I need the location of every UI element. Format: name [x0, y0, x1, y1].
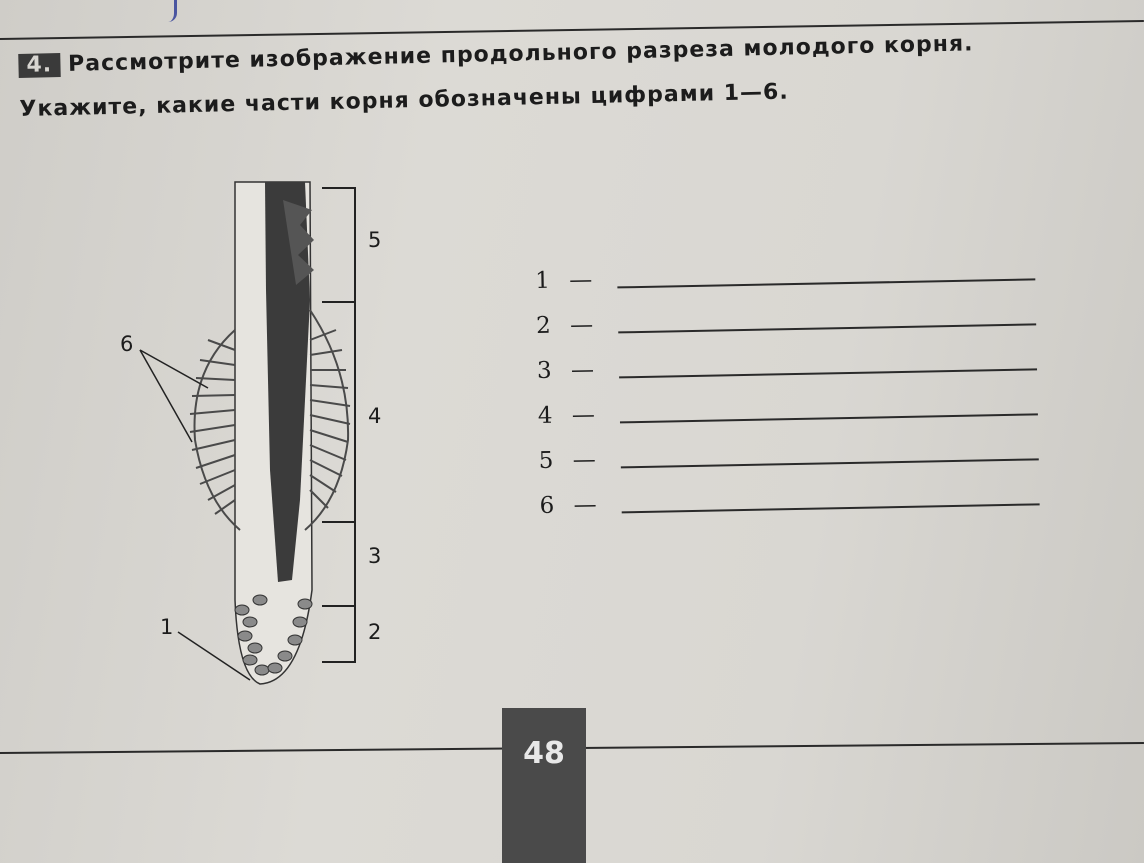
pen-mark: [168, 0, 177, 22]
answer-row-2: 2 —: [536, 312, 1037, 358]
root-cap-label-1: 1: [160, 615, 174, 639]
root-hair-label-6: 6: [120, 332, 134, 356]
zone-label-2: 2: [368, 620, 382, 644]
root-cap-cells: [234, 594, 313, 676]
answer-lines: 1 — 2 — 3 — 4 — 5 — 6 —: [535, 267, 1040, 538]
answer-row-4: 4 —: [538, 402, 1038, 448]
answer-row-6: 6 —: [539, 492, 1040, 538]
answer-number: 5: [538, 447, 554, 474]
answer-blank-line-4[interactable]: [619, 413, 1038, 424]
answer-dash: —: [569, 311, 594, 339]
answer-number: 2: [535, 312, 552, 339]
answer-dash: —: [573, 491, 597, 519]
answer-row-3: 3 —: [537, 357, 1038, 403]
answer-row-5: 5 —: [538, 447, 1039, 493]
answer-blank-line-5[interactable]: [620, 458, 1039, 469]
answer-number: 3: [536, 357, 552, 384]
task-number-badge: 4.: [18, 52, 61, 78]
root-longitudinal-section-figure: 5 4 3 2 6 1: [100, 170, 430, 690]
answer-dash: —: [568, 266, 593, 294]
answer-blank-line-1[interactable]: [617, 278, 1036, 289]
answer-dash: —: [570, 356, 595, 384]
answer-blank-line-6[interactable]: [621, 503, 1040, 514]
answer-row-1: 1 —: [535, 267, 1036, 313]
zone-label-4: 4: [368, 404, 382, 428]
leader-lines: [139, 349, 251, 681]
root-hairs: [189, 309, 351, 531]
zone-bracket: [322, 187, 356, 663]
zone-label-3: 3: [368, 544, 382, 568]
root-illustration: [139, 181, 356, 685]
answer-blank-line-3[interactable]: [619, 368, 1038, 379]
answer-number: 4: [537, 402, 553, 429]
answer-dash: —: [571, 401, 596, 429]
answer-dash: —: [572, 446, 596, 474]
answer-blank-line-2[interactable]: [618, 323, 1037, 334]
answer-number: 1: [535, 267, 551, 294]
lateral-root-bases: [283, 200, 314, 285]
page-number: 48: [523, 736, 565, 771]
page-number-tab: 48: [502, 708, 586, 863]
answer-number: 6: [539, 492, 555, 519]
zone-label-5: 5: [368, 228, 382, 252]
